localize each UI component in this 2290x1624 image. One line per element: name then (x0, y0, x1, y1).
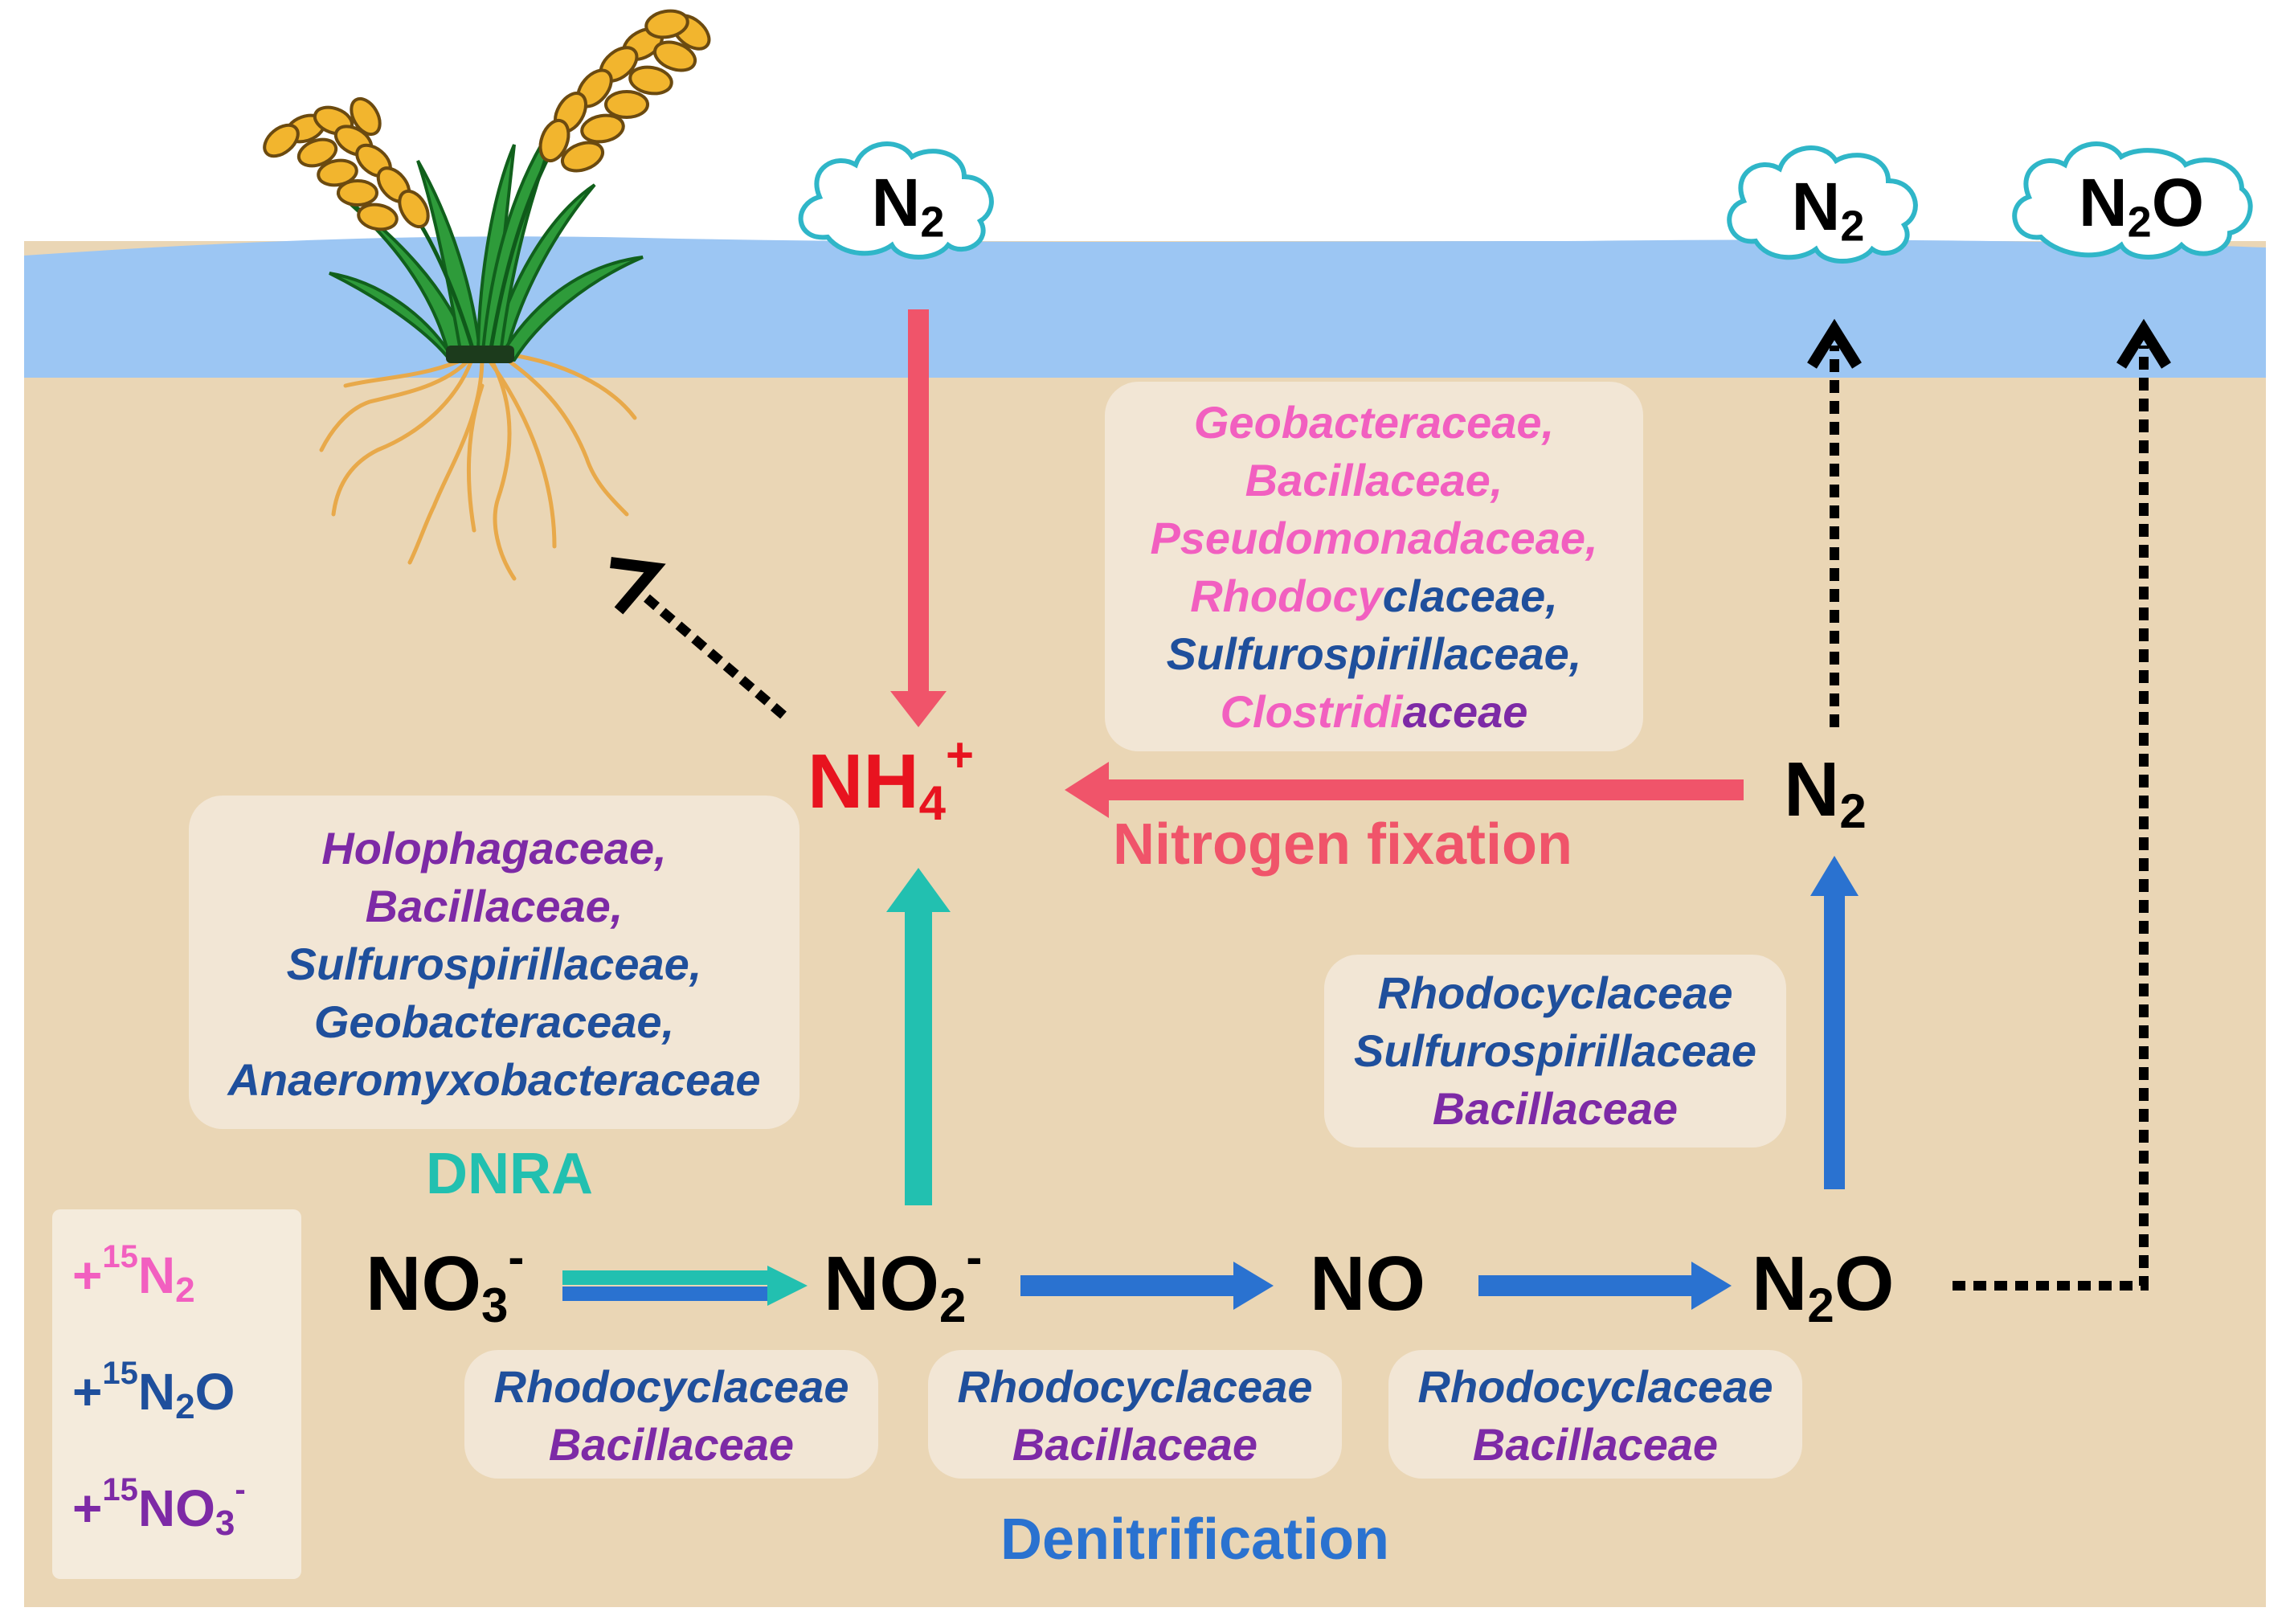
families-dnra: Holophagaceae, Bacillaceae, Sulfurospirill… (189, 820, 799, 1109)
arrow-no3-no2-head (767, 1266, 808, 1306)
family-line: Holophagaceae, (189, 820, 799, 877)
arrow-n2o-n2-head (1810, 856, 1859, 896)
family-line: Bacillaceae (1388, 1416, 1802, 1474)
family-name-segment: Sulfurospirillaceae, (1166, 628, 1582, 679)
label-dnra: DNRA (426, 1142, 593, 1206)
node-no2: NO2- (824, 1230, 983, 1332)
box-no2-no-families (928, 1350, 1342, 1479)
rice-grains-right (538, 9, 711, 173)
family-line: Pseudomonadaceae, (1105, 509, 1643, 567)
node-no3: NO3- (366, 1230, 525, 1332)
family-name-segment: Clostridi (1220, 686, 1403, 737)
family-line: Sulfurospirillaceae, (189, 935, 799, 993)
legend-item-15no3: +15NO3- (72, 1472, 246, 1543)
family-name-segment: Geobacteraceae, (313, 996, 675, 1047)
box-no3-no2-families (464, 1350, 878, 1479)
label-nitrogen-fixation: Nitrogen fixation (1113, 812, 1572, 877)
box-legend (52, 1209, 301, 1579)
family-line: Geobacteraceae, (1105, 394, 1643, 452)
family-name-segment: Sulfurospirillaceae (1353, 1025, 1757, 1076)
family-name-segment: Anaeromyxobacteraceae (227, 1054, 761, 1105)
family-line: Sulfurospirillaceae, (1105, 625, 1643, 683)
family-line: Bacillaceae (928, 1416, 1342, 1474)
water (24, 236, 2266, 378)
legend-item-15n2: +15N2 (72, 1239, 195, 1310)
box-dnra-families (189, 796, 799, 1129)
family-name-segment: Geobacteraceae, (1193, 397, 1555, 448)
family-name-segment: Rhodocyclaceae (957, 1361, 1313, 1412)
node-n2o: N2O (1752, 1241, 1895, 1332)
family-line: Bacillaceae (464, 1416, 878, 1474)
cloud-shape-right-n2o (2012, 141, 2253, 260)
rice-roots (319, 351, 637, 581)
box-no-n2o-families (1388, 1350, 1802, 1479)
family-name-segment: Bacillaceae, (1245, 455, 1503, 505)
family-line: Rhodocyclaceae (1324, 964, 1786, 1022)
families-fixation: Geobacteraceae, Bacillaceae, Pseudomonadac… (1105, 394, 1643, 741)
cloud-shape-right-n2 (1727, 145, 1918, 264)
cloud-n2o-right: N2O (2078, 165, 2205, 247)
node-n2: N2 (1784, 747, 1867, 838)
label-denitrification: Denitrification (1000, 1507, 1390, 1572)
arrowhead-to-roots (610, 557, 666, 615)
family-name-segment: Holophagaceae, (321, 823, 667, 873)
family-name-segment: Bacillaceae, (365, 881, 624, 931)
node-no: NO (1310, 1241, 1425, 1327)
arrow-n2-down-head (890, 691, 947, 727)
arrowhead-n2-up (1807, 318, 1862, 369)
family-name-segment: Rhodocy (1190, 571, 1383, 621)
family-name-segment: Bacillaceae (1012, 1419, 1258, 1470)
family-name-segment: Rhodocyclaceae (1377, 967, 1733, 1018)
family-name-segment: Rhodocyclaceae (493, 1361, 849, 1412)
rice-grains-left (263, 96, 430, 231)
family-name-segment: Rhodocyclaceae (1417, 1361, 1773, 1412)
family-line: Bacillaceae (1324, 1080, 1786, 1138)
family-name-segment: claceae, (1382, 571, 1558, 621)
family-line: Clostridiaceae (1105, 683, 1643, 741)
rice-base (446, 346, 514, 363)
arrow-no-n2o-head (1691, 1262, 1732, 1310)
family-name-segment: Bacillaceae (1432, 1083, 1679, 1134)
family-line: Bacillaceae, (1105, 452, 1643, 509)
dotted-arrow-n2o-release (1953, 346, 2149, 1291)
family-line: Rhodocyclaceae, (1105, 567, 1643, 625)
cloud-shape-top (798, 141, 994, 260)
arrow-dnra-head (886, 868, 951, 912)
legend-item-15n2o: +15N2O (72, 1356, 235, 1426)
family-line: Geobacteraceae, (189, 993, 799, 1051)
family-line: Sulfurospirillaceae (1324, 1022, 1786, 1080)
cloud-n2-right: N2 (1791, 169, 1865, 251)
arrow-no2-no-head (1233, 1262, 1274, 1310)
box-n2o-n2-families (1324, 955, 1786, 1147)
node-nh4: NH4+ (808, 728, 975, 830)
family-name-segment: Pseudomonadaceae, (1150, 513, 1598, 563)
family-line: Anaeromyxobacteraceae (189, 1051, 799, 1109)
dotted-arrow-to-roots (640, 591, 787, 719)
family-line: Rhodocyclaceae (464, 1358, 878, 1416)
family-name-segment: Sulfurospirillaceae, (286, 939, 702, 989)
family-name-segment: Bacillaceae (548, 1419, 795, 1470)
family-line: Rhodocyclaceae (928, 1358, 1342, 1416)
arrowhead-n2o-up (2116, 318, 2171, 369)
arrow-fixation-head (1065, 762, 1109, 818)
cloud-n2-top: N2 (871, 165, 945, 247)
family-name-segment: Bacillaceae (1472, 1419, 1719, 1470)
family-line: Rhodocyclaceae (1388, 1358, 1802, 1416)
box-fixation-families (1105, 382, 1643, 751)
family-line: Bacillaceae, (189, 877, 799, 935)
family-name-segment: aceae (1402, 686, 1528, 737)
